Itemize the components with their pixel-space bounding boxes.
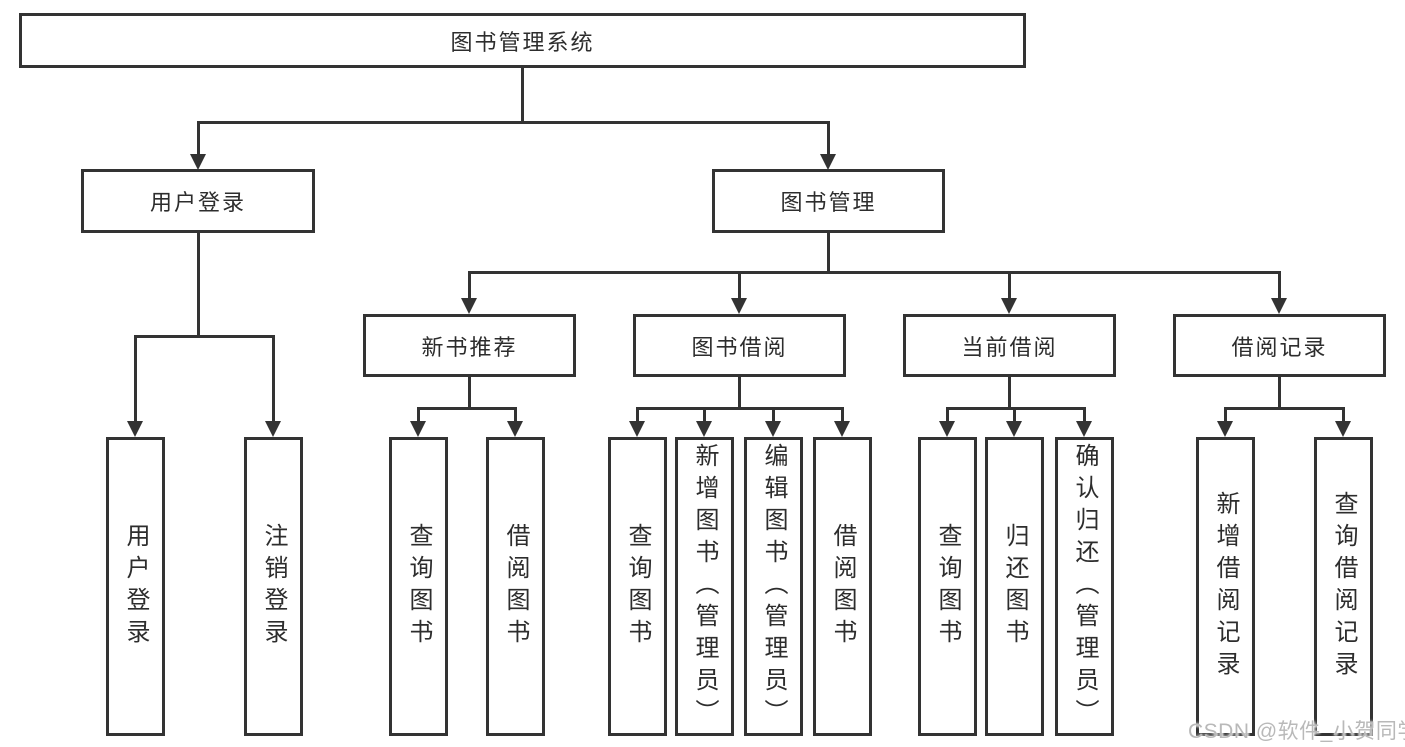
leaf-return-book: 归还图书 [985, 437, 1044, 736]
arrow-down-icon [190, 154, 206, 170]
connector-user-login-stem [197, 233, 200, 335]
connector-root-stem [521, 68, 524, 121]
leaf-borrow-books: 借阅图书 [813, 437, 872, 736]
connector-group3-stem [1008, 377, 1011, 407]
connector-to-book-borrow [738, 271, 741, 301]
arrow-down-icon [1006, 421, 1022, 437]
leaf-query-books-current: 查询图书 [918, 437, 977, 736]
arrow-down-icon [834, 421, 850, 437]
node-current-borrow-label: 当前借阅 [961, 334, 1058, 360]
connector-root-hline [197, 121, 830, 124]
connector-group2-leaf4 [841, 407, 844, 423]
node-borrow-records: 借阅记录 [1173, 314, 1386, 377]
connector-to-book-management [827, 121, 830, 156]
leaf-query-books-recommend: 查询图书 [389, 437, 448, 736]
leaf-borrow-books-recommend: 借阅图书 [486, 437, 545, 736]
leaf-add-book-admin-label: 新增图书（管理员） [691, 442, 718, 731]
node-book-borrow: 图书借阅 [633, 314, 846, 377]
leaf-edit-book-admin: 编辑图书（管理员） [744, 437, 803, 736]
arrow-down-icon [765, 421, 781, 437]
leaf-user-login-label: 用户登录 [122, 522, 149, 651]
arrow-down-icon [696, 421, 712, 437]
watermark: CSDN @软件_小贺同学 [1188, 720, 1405, 743]
arrow-down-icon [731, 298, 747, 314]
leaf-query-books-borrow: 查询图书 [608, 437, 667, 736]
connector-book-management-hline [468, 271, 1281, 274]
node-user-login-label: 用户登录 [149, 190, 246, 215]
node-new-book-recommend-label: 新书推荐 [421, 334, 518, 360]
node-user-login: 用户登录 [81, 169, 315, 233]
connector-to-current-borrow [1008, 271, 1011, 301]
node-book-management: 图书管理 [712, 169, 945, 233]
leaf-borrow-books-label: 借阅图书 [829, 522, 856, 651]
arrow-down-icon [1217, 421, 1233, 437]
connector-group3-hline [946, 407, 1086, 410]
arrow-down-icon [1076, 421, 1092, 437]
connector-group3-leaf3 [1083, 407, 1086, 423]
leaf-query-borrow-record: 查询借阅记录 [1314, 437, 1373, 736]
connector-group3-leaf2 [1013, 407, 1016, 423]
connector-book-management-stem [827, 233, 830, 271]
connector-group2-leaf1 [636, 407, 639, 423]
node-root: 图书管理系统 [19, 13, 1026, 68]
connector-group1-hline [417, 407, 517, 410]
connector-to-leaf-logout [272, 335, 275, 423]
leaf-query-books-borrow-label: 查询图书 [624, 522, 651, 651]
arrow-down-icon [1271, 298, 1287, 314]
connector-group2-stem [738, 377, 741, 407]
leaf-logout: 注销登录 [244, 437, 303, 736]
connector-group4-leaf1 [1224, 407, 1227, 423]
arrow-down-icon [1335, 421, 1351, 437]
connector-to-borrow-records [1278, 271, 1281, 301]
node-book-management-label: 图书管理 [780, 190, 877, 215]
arrow-down-icon [127, 421, 143, 437]
connector-to-user-login [197, 121, 200, 156]
connector-group1-leaf1 [417, 407, 420, 423]
node-current-borrow: 当前借阅 [903, 314, 1116, 377]
arrow-down-icon [507, 421, 523, 437]
leaf-edit-book-admin-label: 编辑图书（管理员） [760, 442, 787, 731]
node-new-book-recommend: 新书推荐 [363, 314, 576, 377]
arrow-down-icon [1001, 298, 1017, 314]
leaf-query-borrow-record-label: 查询借阅记录 [1330, 490, 1357, 683]
arrow-down-icon [265, 421, 281, 437]
connector-group4-hline [1224, 407, 1345, 410]
arrow-down-icon [939, 421, 955, 437]
connector-group2-hline [636, 407, 844, 410]
connector-group4-stem [1278, 377, 1281, 407]
connector-group3-leaf1 [946, 407, 949, 423]
leaf-logout-label: 注销登录 [260, 522, 287, 651]
leaf-query-books-current-label: 查询图书 [934, 522, 961, 651]
arrow-down-icon [820, 154, 836, 170]
connector-group4-leaf2 [1342, 407, 1345, 423]
leaf-add-borrow-record-label: 新增借阅记录 [1212, 490, 1239, 683]
connector-user-login-hline [134, 335, 275, 338]
connector-group1-stem [468, 377, 471, 407]
arrow-down-icon [461, 298, 477, 314]
connector-group2-leaf3 [772, 407, 775, 423]
node-borrow-records-label: 借阅记录 [1231, 334, 1328, 360]
node-root-label: 图书管理系统 [450, 29, 595, 55]
connector-group2-leaf2 [703, 407, 706, 423]
leaf-borrow-books-recommend-label: 借阅图书 [502, 522, 529, 651]
arrow-down-icon [629, 421, 645, 437]
leaf-confirm-return-admin: 确认归还（管理员） [1055, 437, 1114, 736]
leaf-user-login: 用户登录 [106, 437, 165, 736]
leaf-add-borrow-record: 新增借阅记录 [1196, 437, 1255, 736]
leaf-return-book-label: 归还图书 [1001, 522, 1028, 651]
arrow-down-icon [410, 421, 426, 437]
leaf-confirm-return-admin-label: 确认归还（管理员） [1071, 442, 1098, 731]
connector-to-new-book-recommend [468, 271, 471, 301]
connector-group1-leaf2 [514, 407, 517, 423]
leaf-add-book-admin: 新增图书（管理员） [675, 437, 734, 736]
leaf-query-books-recommend-label: 查询图书 [405, 522, 432, 651]
node-book-borrow-label: 图书借阅 [691, 334, 788, 360]
connector-to-leaf-user-login [134, 335, 137, 423]
